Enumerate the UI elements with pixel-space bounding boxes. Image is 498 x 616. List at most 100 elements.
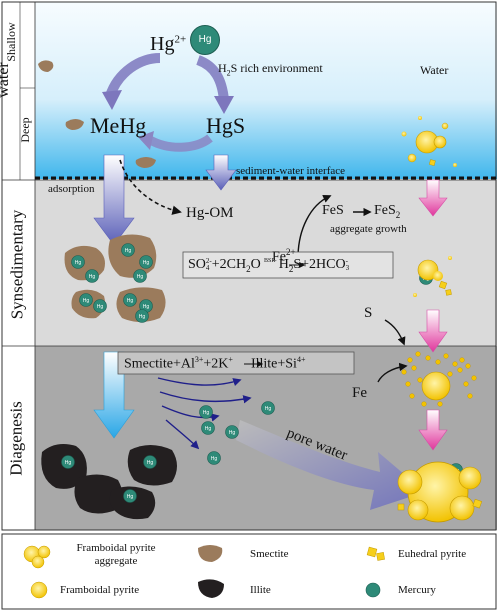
hg2-label: Hg2+ [150,34,186,54]
hg2-base: Hg [150,33,175,55]
diagram-border [1,1,497,531]
smectite-blob [135,157,156,168]
pyrite-framboid [421,371,451,401]
mercury-ball-label: Hg [143,260,150,266]
arrow-hg-to-hgs [196,55,229,101]
arrow-fe2-to-fes [297,194,332,259]
mehg-label: MeHg [90,113,147,138]
arrow-hgs-down [205,154,237,191]
arrow-s-in [384,319,406,346]
legend-framboidal-symbol [30,581,48,599]
fe-label: Fe [352,385,367,401]
reaction-box-illite [117,351,355,375]
mercury-ball-label: Hg [205,426,212,432]
adsorption-label: adsorption [48,183,95,195]
pyrite-speck [435,359,441,365]
mercury-ball [121,243,135,257]
legend-mercury-symbol [365,582,381,598]
mercury-ball [139,255,153,269]
mercury-ball-label: Hg [143,304,150,310]
fes2-base: FeS [374,203,396,218]
pyrite-speck [409,393,415,399]
mercury-ball-label: Hg [265,406,272,412]
pyrite-water [401,116,457,167]
fes2-sub: 2 [395,209,401,220]
arrow-mehg-down [93,154,135,246]
hg-ball-top-label: Hg [198,34,212,45]
h2s-prefix: H [218,61,227,75]
mercury-ball [123,489,137,503]
mercury-ball-label: Hg [139,314,146,320]
legend-box [1,533,497,610]
arrow-pink-1 [418,179,448,217]
pyrite-speck [425,355,431,361]
r1-bsr: BSR [264,258,276,264]
fes-label: FeS [322,203,344,218]
legend-framboidal-label: Framboidal pyrite [60,584,140,596]
pyrite-speck [405,381,411,387]
pyrite-speck [407,357,413,363]
legend-illite-symbol [198,579,224,598]
hg-ball-top: Hg [190,25,220,55]
pyrite-speck [465,363,471,369]
fes2-label: FeS2 [374,204,400,220]
pyrite-speck [421,401,427,407]
flow-arrow-3 [161,405,220,422]
mercury-ball-label: Hg [127,494,134,500]
mercury-ball [261,401,275,415]
zone-label-diagenesis: Diagenesis [6,401,26,476]
mercury-ball [71,255,85,269]
illite-reaction: Smectite+Al3++2K+Illite+Si4+ [124,356,305,372]
h2s-label: H2S rich environment [218,62,323,77]
legend-euhedral-label: Euhedral pyrite [398,548,467,560]
r1-tail: S+2HCO [293,257,346,272]
mercury-ball-label: Hg [137,274,144,280]
mercury-ball-label: Hg [75,260,82,266]
flow-arrow-4 [165,419,200,450]
r1-ch2o-sub: 2 [246,263,251,274]
mercury-ball [199,405,213,419]
mercury-ball-label: Hg [65,460,72,466]
smectite-blob [65,119,84,130]
pyrite-speck [417,377,423,383]
fe2-label: Fe2+ [272,248,296,265]
r2-a-sup: 3+ [194,355,204,364]
pyrite-aggregate-final [397,461,483,523]
legend-framboidal-aggregate-label: Framboidal pyrite aggregate [76,542,156,567]
mercury-ball-label: Hg [147,460,154,466]
legend-illite-label: Illite [250,584,271,596]
pyrite-speck [415,351,421,357]
mercury-ball [143,455,157,469]
fe2-base: Fe [272,249,286,265]
r2-a: Smectite+Al [124,356,195,372]
pyrite-synsed [413,256,452,297]
arrow-pink-2 [418,309,448,353]
mercury-ball-label: Hg [89,274,96,280]
r1-h: H [278,257,289,272]
pyrite-speck [452,361,458,367]
mercury-ball [135,309,149,323]
pyrite-speck [471,375,477,381]
aggregate-growth-label: aggregate growth [330,223,407,235]
flow-arrow-2 [159,391,252,404]
r2-b: +2K [203,356,229,372]
reaction-box-bsr [182,251,394,279]
arrow-pink-3 [418,409,448,451]
legend-euhedral-symbol [366,546,385,561]
s-label: S [364,305,373,321]
mercury-ball [61,455,75,469]
zone-label-water: water [0,62,12,98]
arrow-hgs-to-mehg [147,134,213,152]
r1-h2s-sub: 2 [288,263,294,274]
pyrite-speck [467,393,473,399]
pyrite-diagenesis [401,351,477,407]
r1-so: SO [188,257,206,272]
arrow-hgs-to-mehg-head [138,131,154,150]
hg2-sup: 2+ [174,33,187,46]
r1-middle: +2CH [211,257,247,272]
mercury-ball-label: Hg [211,456,218,462]
hg-om-label: Hg-OM [186,205,234,221]
